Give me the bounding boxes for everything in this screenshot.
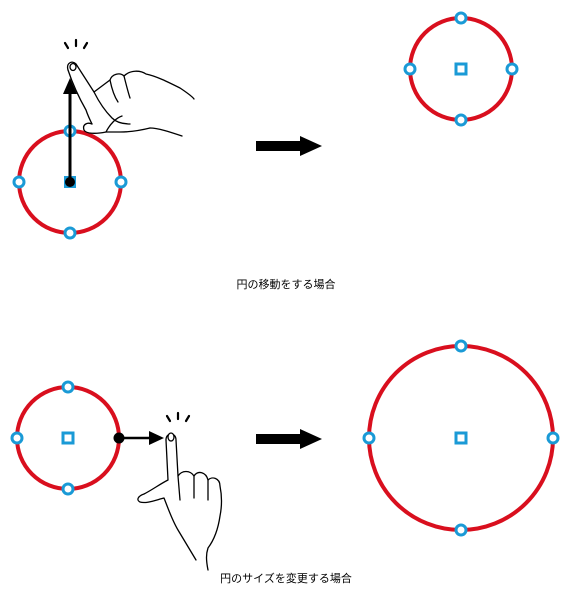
right-arrow-icon [256,136,322,156]
move-after-handle-bottom [454,113,468,127]
resize-after-circle-group [362,339,560,537]
resize-section: 円のサイズを変更する場合 [10,339,560,585]
move-after-center-handle [454,62,468,76]
tap-lines-icon [63,38,89,50]
resize-before-handle-top [61,380,75,394]
tap-lines-icon [165,411,191,423]
move-before-handle-right [114,175,128,189]
move-section: 円の移動をする場合 [12,11,519,291]
move-caption: 円の移動をする場合 [237,277,336,291]
resize-before-handle-left [10,431,24,445]
move-after-handle-left [403,62,417,76]
move-drag-start-dot [65,177,75,187]
resize-after-center-handle [454,431,468,445]
right-arrow-icon [256,429,322,449]
move-before-handle-bottom [63,226,77,240]
move-before-handle-left [12,175,26,189]
resize-caption: 円のサイズを変更する場合 [220,571,352,585]
resize-drag-start-dot [113,432,125,444]
move-after-handle-top [454,11,468,25]
resize-after-handle-bottom [454,523,468,537]
resize-after-handle-right [546,431,560,445]
resize-before-center-handle [61,431,75,445]
resize-after-handle-left [362,431,376,445]
move-drag-arrow [63,78,77,180]
move-after-circle-group [403,11,519,127]
resize-drag-arrow [120,431,164,445]
resize-after-handle-top [454,339,468,353]
resize-before-handle-bottom [61,482,75,496]
resize-before-circle-group [10,380,125,496]
move-after-handle-right [505,62,519,76]
pointing-hand-icon [66,61,195,137]
pointing-hand-icon [137,432,223,571]
